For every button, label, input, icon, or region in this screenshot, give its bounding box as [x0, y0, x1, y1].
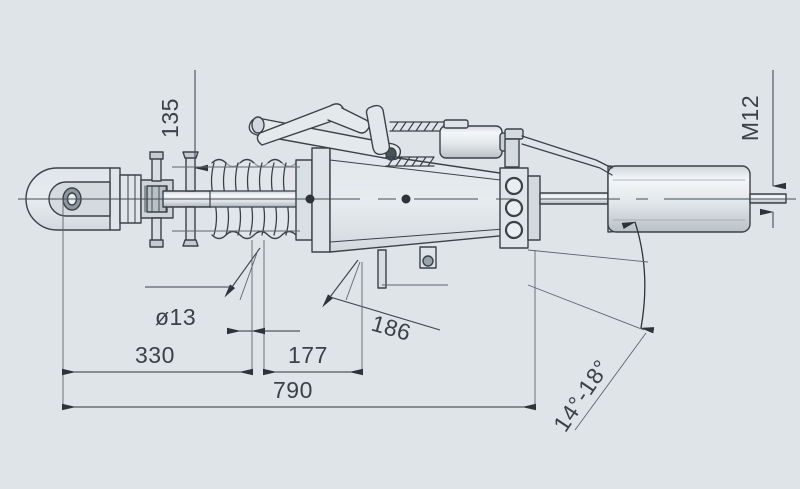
- brake-cable: [521, 135, 613, 176]
- centre-lines: [18, 194, 796, 204]
- dimension-label-m12: M12: [737, 95, 763, 141]
- housing-flange: [295, 147, 331, 253]
- dimension-dia13: ø13: [145, 247, 261, 330]
- dimension-label-angle: 14°-18°: [548, 355, 615, 436]
- dimension-label-790: 790: [273, 377, 313, 403]
- bracket-leaders: [239, 249, 448, 301]
- bolt-pair: [182, 151, 199, 247]
- dimension-186: 186: [322, 259, 441, 346]
- dimension-angle: 14°-18°: [527, 221, 655, 436]
- dimension-label-dia13: ø13: [155, 304, 196, 330]
- dimension-135: 135: [157, 70, 300, 232]
- coil-spring: [385, 121, 449, 167]
- mounting-plate: [499, 167, 541, 249]
- dimension-label-177: 177: [288, 342, 328, 368]
- gas-strut: [439, 119, 524, 168]
- tapered-housing: [329, 147, 521, 289]
- dimension-label-330: 330: [135, 342, 175, 368]
- handbrake-lever: [248, 103, 402, 161]
- dimension-label-135: 135: [157, 98, 183, 138]
- dimension-m12: M12: [737, 70, 786, 228]
- dimension-label-186: 186: [369, 310, 414, 346]
- dimension-row-330-177: 330 177: [62, 327, 363, 376]
- dimension-790: 790: [62, 377, 536, 411]
